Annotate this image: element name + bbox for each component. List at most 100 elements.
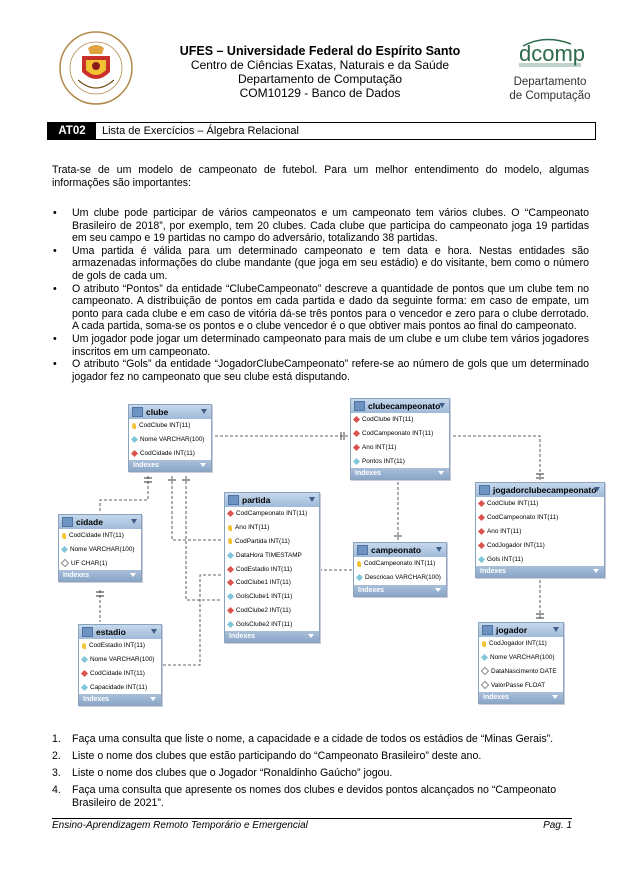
foreign-key-icon bbox=[80, 669, 89, 678]
column-label: UF CHAR(1) bbox=[71, 559, 108, 567]
column-label: Nome VARCHAR(100) bbox=[490, 654, 555, 662]
chevron-down-icon bbox=[593, 568, 599, 573]
assignment-code: AT02 bbox=[48, 123, 96, 139]
table-icon bbox=[354, 401, 365, 411]
column-row: DataNascimento DATE bbox=[479, 665, 563, 679]
column-row: Ano INT(11) bbox=[476, 525, 604, 539]
column-label: CodJogador INT(11) bbox=[489, 640, 547, 648]
column-icon bbox=[352, 457, 361, 465]
foreign-key-icon bbox=[226, 579, 235, 587]
column-row: CodClube2 INT(11) bbox=[225, 604, 319, 618]
column-row: Nome VARCHAR(100) bbox=[59, 543, 141, 557]
chevron-down-icon bbox=[151, 629, 157, 634]
chevron-down-icon bbox=[308, 634, 314, 639]
indexes-bar: Indexes bbox=[479, 692, 563, 704]
column-label: CodPartida INT(11) bbox=[235, 537, 290, 545]
indexes-label: Indexes bbox=[483, 694, 510, 702]
university-name: UFES – Universidade Federal do Espírito … bbox=[179, 44, 461, 58]
indexes-label: Indexes bbox=[358, 586, 385, 594]
foreign-key-icon bbox=[352, 430, 361, 438]
indexes-label: Indexes bbox=[63, 572, 90, 580]
table-name: campeonato bbox=[371, 545, 422, 555]
indexes-bar: Indexes bbox=[79, 694, 161, 706]
column-label: Descricao VARCHAR(100) bbox=[365, 574, 441, 582]
column-label: Nome VARCHAR(100) bbox=[90, 656, 155, 664]
column-label: CodEstadio INT(11) bbox=[89, 642, 145, 650]
foreign-key-icon bbox=[477, 527, 486, 536]
foreign-key-icon bbox=[226, 565, 235, 573]
column-row: Gols INT(11) bbox=[476, 552, 604, 566]
column-label: Ano INT(11) bbox=[235, 524, 270, 532]
chevron-down-icon bbox=[594, 487, 600, 492]
question-item: 1.Faça uma consulta que liste o nome, a … bbox=[52, 733, 589, 746]
column-label: CodCidade INT(11) bbox=[69, 532, 124, 540]
column-label: CodCampeonato INT(11) bbox=[364, 560, 436, 568]
column-label: Ano INT(11) bbox=[487, 527, 522, 535]
question-number: 3. bbox=[52, 767, 61, 779]
chevron-down-icon bbox=[436, 547, 442, 552]
column-row: Nome VARCHAR(100) bbox=[129, 433, 211, 447]
primary-key-icon bbox=[482, 640, 486, 647]
column-row: CodEstadio INT(11) bbox=[225, 562, 319, 576]
er-table-clubecampeonato: clubecampeonato CodClube INT(11) CodCamp… bbox=[350, 398, 450, 481]
column-label: GolsClube2 INT(11) bbox=[236, 620, 293, 628]
column-row: UF CHAR(1) bbox=[59, 557, 141, 571]
primary-key-icon bbox=[228, 524, 232, 531]
column-row: Descricao VARCHAR(100) bbox=[354, 571, 446, 585]
bullet-item: O atributo “Gols” da entidade “JogadorCl… bbox=[52, 358, 589, 383]
question-number: 4. bbox=[52, 784, 61, 796]
foreign-key-icon bbox=[352, 416, 361, 424]
indexes-label: Indexes bbox=[229, 633, 256, 641]
column-row: DataHora TIMESTAMP bbox=[225, 548, 319, 562]
question-list: 1.Faça uma consulta que liste o nome, a … bbox=[52, 733, 589, 814]
table-name: clube bbox=[146, 407, 169, 417]
primary-key-icon bbox=[132, 422, 136, 429]
page-number: Pag. 1 bbox=[543, 820, 572, 831]
column-row: CodJogador INT(11) bbox=[476, 538, 604, 552]
question-text: Liste o nome dos clubes que estão partic… bbox=[72, 750, 482, 762]
page-footer: Ensino-Aprendizagem Remoto Temporário e … bbox=[52, 818, 572, 831]
table-name: partida bbox=[242, 495, 271, 505]
foreign-key-icon bbox=[226, 510, 235, 518]
center-name: Centro de Ciências Exatas, Naturais e da… bbox=[190, 58, 450, 72]
column-label: GolsClube1 INT(11) bbox=[236, 593, 293, 601]
column-row: CodJogador INT(11) bbox=[479, 637, 563, 651]
table-icon bbox=[82, 627, 93, 637]
bullet-item: Uma partida é válida para um determinado… bbox=[52, 245, 589, 283]
column-icon bbox=[130, 436, 139, 444]
chevron-down-icon bbox=[553, 627, 559, 632]
question-text: Faça uma consulta que apresente os nomes… bbox=[72, 784, 557, 809]
dcomp-caption: Departamento de Computação bbox=[500, 75, 600, 103]
column-row: CodClube1 INT(11) bbox=[225, 576, 319, 590]
indexes-label: Indexes bbox=[480, 567, 507, 575]
column-icon bbox=[80, 656, 89, 664]
column-row: CodCidade INT(11) bbox=[129, 447, 211, 461]
question-item: 4. Faça uma consulta que apresente os nom… bbox=[52, 784, 589, 810]
table-header: clube bbox=[129, 405, 211, 419]
column-row: CodClube INT(11) bbox=[129, 419, 211, 433]
indexes-bar: Indexes bbox=[129, 460, 211, 472]
table-header: jogador bbox=[479, 623, 563, 637]
indexes-label: Indexes bbox=[355, 470, 382, 478]
nullable-column-icon bbox=[480, 667, 490, 676]
column-row: Nome VARCHAR(100) bbox=[479, 651, 563, 665]
foreign-key-icon bbox=[477, 514, 486, 522]
foreign-key-icon bbox=[352, 443, 361, 452]
column-label: CodCidade INT(11) bbox=[140, 449, 195, 457]
chevron-down-icon bbox=[439, 403, 445, 408]
department-name: Departamento de Computação bbox=[237, 72, 403, 86]
intro-paragraph: Trata-se de um modelo de campeonato de f… bbox=[52, 164, 589, 189]
column-row: CodPartida INT(11) bbox=[225, 535, 319, 549]
er-table-partida: partida CodCampeonato INT(11) Ano INT(11… bbox=[224, 492, 320, 644]
column-label: Gols INT(11) bbox=[487, 555, 524, 563]
bullet-item: Um clube pode participar de vários campe… bbox=[52, 207, 589, 245]
question-number: 1. bbox=[52, 733, 61, 745]
assignment-title: Lista de Exercícios – Álgebra Relacional bbox=[102, 125, 299, 137]
column-row: CodCidade INT(11) bbox=[59, 529, 141, 543]
column-row: Ano INT(11) bbox=[351, 441, 449, 455]
column-label: CodEstadio INT(11) bbox=[236, 565, 292, 573]
er-table-campeonato: campeonato CodCampeonato INT(11) Descric… bbox=[353, 542, 447, 597]
column-row: CodClube INT(11) bbox=[351, 413, 449, 427]
foreign-key-icon bbox=[226, 606, 235, 615]
column-label: CodCampeonato INT(11) bbox=[362, 430, 434, 438]
